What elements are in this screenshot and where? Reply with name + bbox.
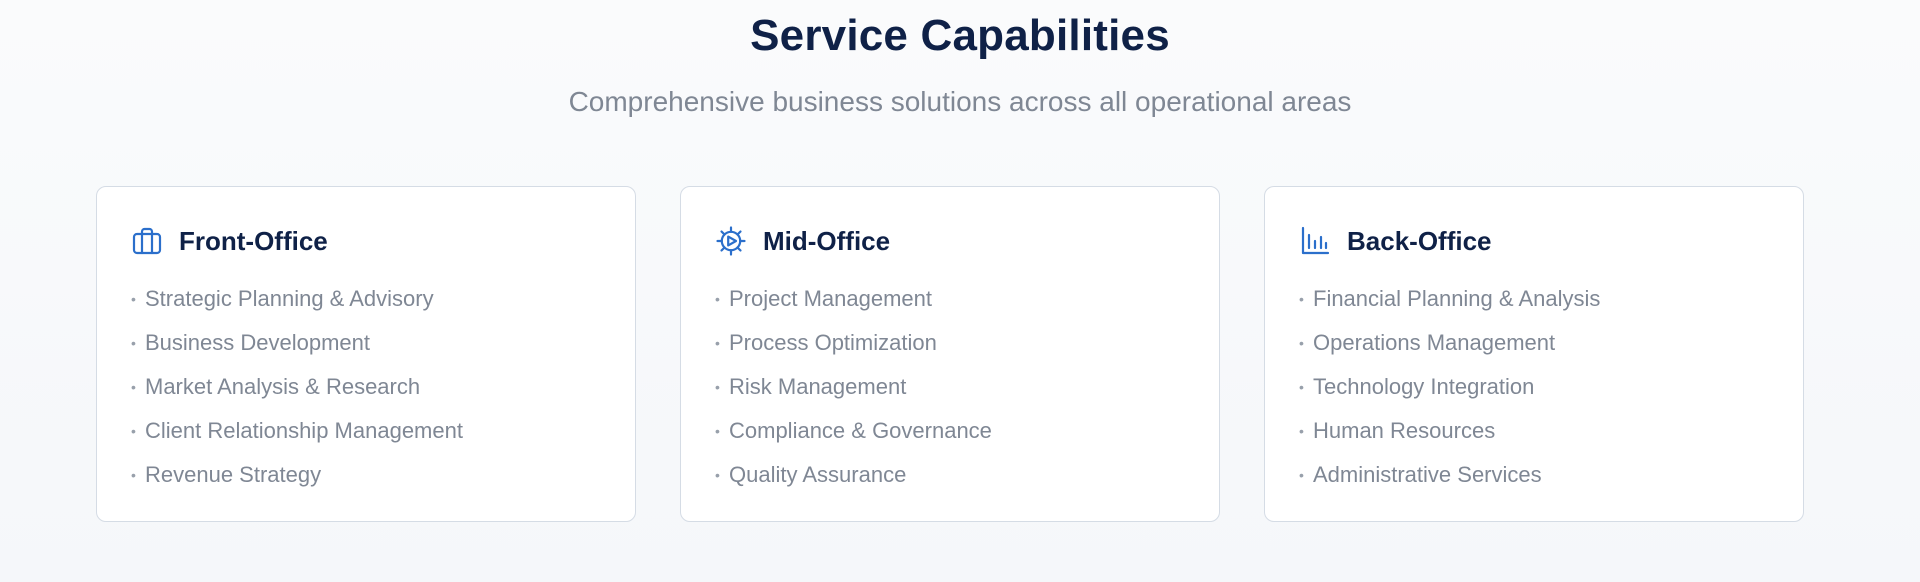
front-office-card: Front-Office • Strategic Planning & Advis… [96,186,636,522]
list-item-label: Operations Management [1313,330,1556,355]
list-item: • Client Relationship Management [131,409,463,453]
list-item: • Compliance & Governance [715,409,992,453]
list-item: • Strategic Planning & Advisory [131,277,463,321]
bar-chart-icon [1299,225,1331,257]
back-office-card: Back-Office • Financial Planning & Analys… [1264,186,1804,522]
bullet-icon: • [131,379,136,395]
list-item-label: Market Analysis & Research [145,374,421,399]
gear-icon [715,225,747,257]
briefcase-icon [131,225,163,257]
bullet-icon: • [131,291,136,307]
bullet-icon: • [715,379,720,395]
list-item-label: Compliance & Governance [729,418,992,443]
list-item: • Technology Integration [1299,365,1600,409]
card-header: Back-Office [1299,223,1492,259]
bullet-icon: • [1299,423,1304,439]
page-subtitle: Comprehensive business solutions across … [568,86,1352,117]
list-item: • Quality Assurance [715,453,992,497]
card-title: Mid-Office [763,226,891,256]
bullet-icon: • [715,335,720,351]
bullet-icon: • [1299,335,1304,351]
list-item: • Project Management [715,277,992,321]
capability-list: • Project Management • Process Optimizatio… [715,277,992,497]
list-item-label: Revenue Strategy [145,462,322,487]
list-item-label: Quality Assurance [729,462,907,487]
list-item: • Human Resources [1299,409,1600,453]
list-item: • Financial Planning & Analysis [1299,277,1600,321]
list-item: • Revenue Strategy [131,453,463,497]
list-item-label: Business Development [145,330,371,355]
list-item: • Operations Management [1299,321,1600,365]
page-title: Service Capabilities [750,11,1170,60]
bullet-icon: • [1299,379,1304,395]
bullet-icon: • [131,335,136,351]
list-item-label: Strategic Planning & Advisory [145,286,434,311]
capability-list: • Strategic Planning & Advisory • Business… [131,277,463,497]
bullet-icon: • [715,423,720,439]
list-item: • Risk Management [715,365,992,409]
list-item: • Process Optimization [715,321,992,365]
capability-list: • Financial Planning & Analysis • Operatio… [1299,277,1600,497]
bullet-icon: • [1299,291,1304,307]
list-item: • Business Development [131,321,463,365]
card-title: Back-Office [1347,226,1492,256]
list-item: • Administrative Services [1299,453,1600,497]
list-item-label: Project Management [729,286,932,311]
card-title: Front-Office [179,226,328,256]
list-item-label: Administrative Services [1313,462,1542,487]
list-item-label: Financial Planning & Analysis [1313,286,1601,311]
mid-office-card: Mid-Office • Project Management • Process … [680,186,1220,522]
capability-cards: Front-Office • Strategic Planning & Advis… [96,186,1804,522]
bullet-icon: • [1299,467,1304,483]
list-item: • Market Analysis & Research [131,365,463,409]
list-item-label: Human Resources [1313,418,1496,443]
list-item-label: Technology Integration [1313,374,1535,399]
bullet-icon: • [715,467,720,483]
list-item-label: Client Relationship Management [145,418,463,443]
card-header: Mid-Office [715,223,890,259]
list-item-label: Risk Management [729,374,907,399]
card-header: Front-Office [131,223,328,259]
bullet-icon: • [715,291,720,307]
bullet-icon: • [131,423,136,439]
list-item-label: Process Optimization [729,330,937,355]
bullet-icon: • [131,467,136,483]
